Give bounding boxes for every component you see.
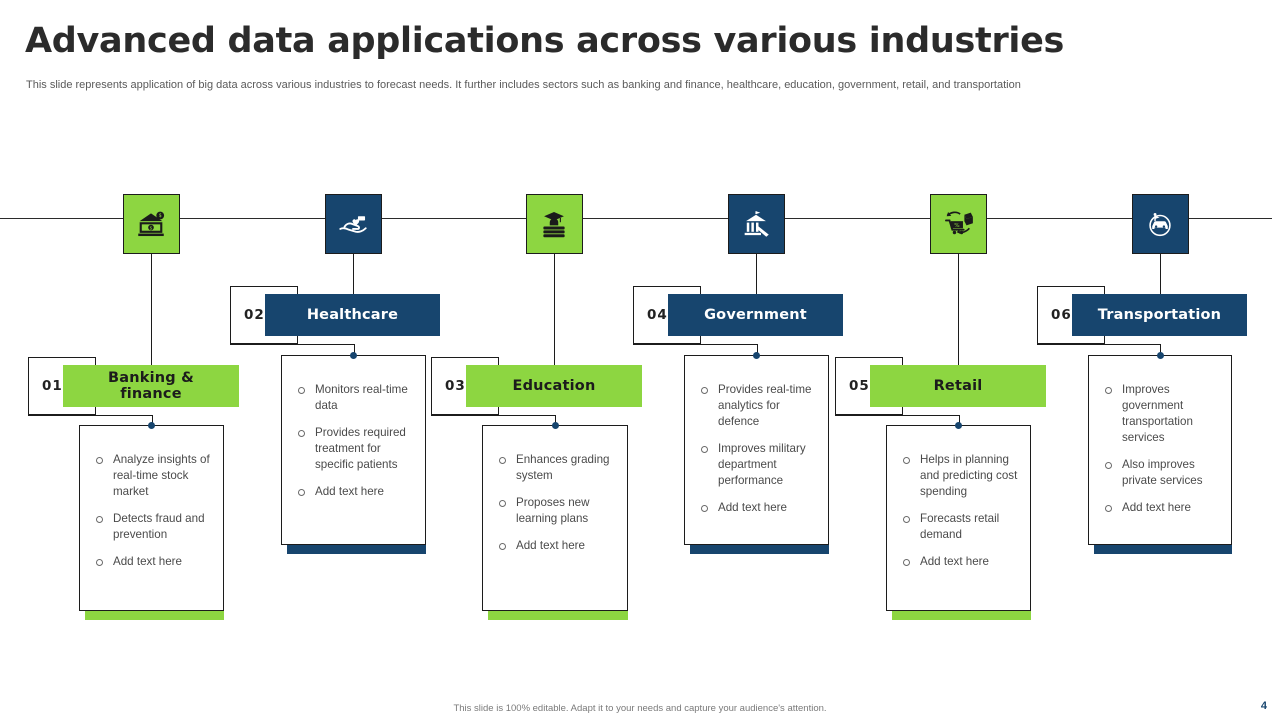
card-accent-bar xyxy=(85,609,224,620)
industry-content-card: Helps in planning and predicting cost sp… xyxy=(886,425,1031,611)
bullet-item: Enhances grading system xyxy=(497,452,615,484)
connector-stem xyxy=(1160,254,1161,294)
government-building-icon xyxy=(739,207,773,241)
industry-title: Transportation xyxy=(1097,306,1222,323)
industry-icon-box[interactable] xyxy=(324,194,382,254)
connector-stem xyxy=(554,254,555,365)
bullet-list: Helps in planning and predicting cost sp… xyxy=(887,426,1030,591)
industry-title-band[interactable]: Banking &finance xyxy=(63,365,239,407)
connected-car-icon xyxy=(1143,207,1177,241)
card-accent-bar xyxy=(892,609,1031,620)
step-number: 01 xyxy=(42,378,63,394)
industry-title-band[interactable]: Transportation xyxy=(1072,294,1247,336)
industry-title: Banking &finance xyxy=(108,369,194,402)
svg-text:$: $ xyxy=(150,225,153,231)
connector-dot xyxy=(350,351,357,359)
industry-title: Healthcare xyxy=(306,306,399,323)
card-accent-bar xyxy=(1094,543,1232,554)
industry-title-band[interactable]: Government xyxy=(668,294,843,336)
industry-icon-box[interactable] xyxy=(1131,194,1189,254)
card-accent-bar xyxy=(690,543,829,554)
industry-icon-box[interactable]: $ $ xyxy=(122,194,180,254)
bullet-item: Improves government transportation servi… xyxy=(1103,382,1219,446)
bullet-item: Detects fraud and prevention xyxy=(94,511,211,543)
connector-dot xyxy=(753,351,760,359)
card-accent-bar xyxy=(488,609,628,620)
step-number: 02 xyxy=(244,307,265,323)
connector-dot xyxy=(551,421,559,429)
bullet-item: Add text here xyxy=(296,484,413,500)
footer-note: This slide is 100% editable. Adapt it to… xyxy=(453,703,827,714)
connector-stem xyxy=(353,254,354,294)
card-accent-bar xyxy=(287,543,426,554)
bullet-item: Add text here xyxy=(901,554,1018,570)
step-number: 06 xyxy=(1051,307,1072,323)
connector-stem xyxy=(958,254,959,365)
step-number: 04 xyxy=(647,307,668,323)
shopping-cart-box-icon: % xyxy=(941,207,975,241)
connector-dot xyxy=(148,421,155,429)
timeline-axis xyxy=(0,218,1272,219)
page-number: 4 xyxy=(1260,700,1267,712)
industry-icon-box[interactable]: % xyxy=(929,194,987,254)
bullet-item: Improves military department performance xyxy=(699,441,816,489)
bullet-item: Add text here xyxy=(699,500,816,516)
bullet-item: Monitors real-time data xyxy=(296,382,413,414)
bullet-list: Provides real-time analytics for defence… xyxy=(685,356,828,537)
step-number: 03 xyxy=(445,378,466,394)
bullet-item: Add text here xyxy=(1103,500,1219,516)
hand-heart-care-icon xyxy=(336,207,370,241)
step-number: 05 xyxy=(849,378,870,394)
connector-stem xyxy=(756,254,757,294)
industry-icon-box[interactable] xyxy=(727,194,785,254)
connector-dot xyxy=(955,421,962,429)
industry-content-card: Provides real-time analytics for defence… xyxy=(684,355,829,545)
bullet-item: Analyze insights of real-time stock mark… xyxy=(94,452,211,500)
bullet-item: Add text here xyxy=(497,538,615,554)
bullet-item: Also improves private services xyxy=(1103,457,1219,489)
industry-content-card: Improves government transportation servi… xyxy=(1088,355,1232,545)
bullet-item: Provides required treatment for specific… xyxy=(296,425,413,473)
page-title: Advanced data applications across variou… xyxy=(25,21,1065,61)
bullet-item: Helps in planning and predicting cost sp… xyxy=(901,452,1018,500)
industry-title: Education xyxy=(512,377,596,394)
connector-stem xyxy=(151,254,152,365)
svg-text:$: $ xyxy=(159,213,162,219)
bullet-list: Analyze insights of real-time stock mark… xyxy=(80,426,223,591)
bank-money-icon: $ $ xyxy=(134,207,168,241)
industry-title: Government xyxy=(704,306,807,323)
page-subtitle: This slide represents application of big… xyxy=(26,79,1021,91)
bullet-item: Add text here xyxy=(94,554,211,570)
graduate-books-icon xyxy=(537,207,571,241)
bullet-item: Forecasts retail demand xyxy=(901,511,1018,543)
bullet-item: Provides real-time analytics for defence xyxy=(699,382,816,430)
connector-dot xyxy=(1156,351,1164,359)
industry-icon-box[interactable] xyxy=(525,194,583,254)
svg-text:%: % xyxy=(954,223,960,229)
industry-title-band[interactable]: Education xyxy=(466,365,642,407)
bullet-item: Proposes new learning plans xyxy=(497,495,615,527)
industry-title: Retail xyxy=(933,377,983,394)
bullet-list: Improves government transportation servi… xyxy=(1089,356,1231,537)
industry-content-card: Analyze insights of real-time stock mark… xyxy=(79,425,224,611)
industry-title-band[interactable]: Retail xyxy=(870,365,1046,407)
industry-title-band[interactable]: Healthcare xyxy=(265,294,440,336)
